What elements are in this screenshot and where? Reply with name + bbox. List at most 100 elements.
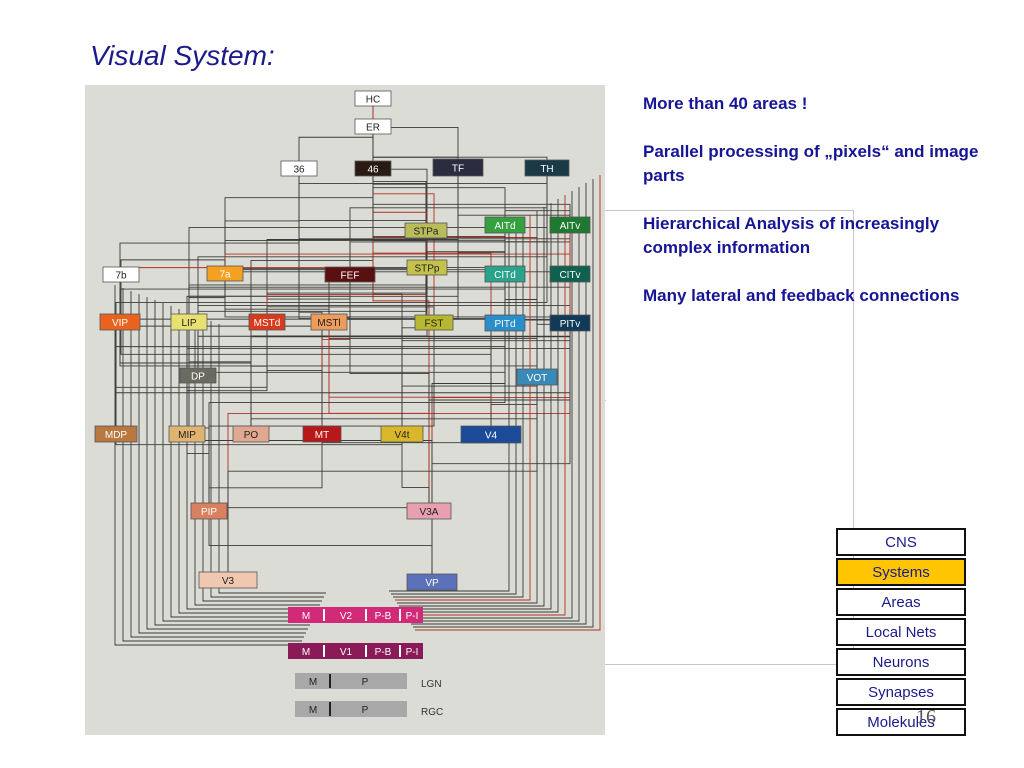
area-citd: CITd (484, 265, 526, 283)
area-v3a: V3A (406, 502, 452, 520)
area-vp: VP (406, 573, 458, 591)
frame-line-bottom (605, 664, 853, 665)
area-label: DP (191, 372, 205, 383)
area-label: PITv (560, 319, 581, 330)
area-label: STPp (414, 264, 439, 275)
area-stpa: STPa (404, 222, 448, 239)
segment-label: P-I (406, 611, 419, 622)
segment-label: V1 (340, 647, 353, 658)
bullet-list: More than 40 areas ! Parallel processing… (643, 92, 1003, 332)
segment-label: V2 (340, 611, 353, 622)
area-citv: CITv (549, 265, 591, 283)
slide-title: Visual System: (90, 40, 275, 71)
area-label: 7a (219, 270, 231, 281)
area-label: 7b (115, 271, 127, 282)
area-label: PITd (494, 319, 515, 330)
page-number: 16 (916, 706, 936, 728)
area-label: ER (366, 123, 380, 134)
bullet-1: More than 40 areas ! (643, 94, 808, 113)
area-er: ER (354, 118, 392, 135)
area-tf: TF (432, 158, 484, 177)
area-mt: MT (302, 425, 342, 443)
area-label: TH (540, 164, 553, 175)
level-molekules[interactable]: Molekules (836, 708, 966, 736)
segment-label: M (302, 611, 310, 622)
area-pitd: PITd (484, 314, 526, 332)
level-navigator: CNS Systems Areas Local Nets Neurons Syn… (836, 528, 966, 738)
area-label: CITd (494, 270, 516, 281)
area-lip: LIP (170, 313, 208, 331)
area-v4: V4 (460, 425, 522, 444)
level-neurons[interactable]: Neurons (836, 648, 966, 676)
area-mdp: MDP (94, 425, 138, 443)
bullet-4: Many lateral and feedback connections (643, 286, 960, 305)
level-systems[interactable]: Systems (836, 558, 966, 586)
area-mstd: MSTd (248, 313, 286, 331)
area-fst: FST (414, 314, 454, 331)
area-label: MIP (178, 430, 196, 441)
segment-label: P (362, 677, 369, 688)
area-label: VOT (527, 373, 548, 384)
area-7a: 7a (206, 265, 244, 282)
area-36: 36 (280, 160, 318, 177)
area-hc: HC (354, 90, 392, 107)
area-label: LIP (181, 318, 196, 329)
area-label: MSTd (254, 318, 281, 329)
v2-bar: M V2 P-B P-I (288, 607, 423, 623)
level-synapses[interactable]: Synapses (836, 678, 966, 706)
area-po: PO (232, 425, 270, 443)
segment-label: P-B (375, 647, 392, 658)
area-label: LGN (421, 679, 442, 690)
area-label: MSTl (317, 318, 340, 329)
area-label: V4t (394, 430, 409, 441)
area-label: TF (452, 164, 464, 175)
level-local-nets[interactable]: Local Nets (836, 618, 966, 646)
area-vip: VIP (99, 313, 141, 331)
bullet-3: Hierarchical Analysis of increasingly co… (643, 214, 940, 257)
area-label: PO (244, 430, 259, 441)
area-46: 46 (354, 160, 392, 177)
area-label: AITd (494, 221, 515, 232)
area-mstl: MSTl (310, 313, 348, 331)
segment-label: P (362, 705, 369, 716)
area-vot: VOT (516, 368, 558, 386)
area-label: VP (425, 578, 439, 589)
frame-line-right (853, 210, 854, 665)
area-aitv: AITv (549, 216, 591, 234)
area-aitd: AITd (484, 216, 526, 234)
area-pitv: PITv (549, 314, 591, 332)
area-label: 36 (293, 165, 305, 176)
area-label: MDP (105, 430, 128, 441)
area-fef: FEF (324, 266, 376, 283)
area-v4t: V4t (380, 425, 424, 443)
area-dp: DP (179, 367, 217, 384)
bullet-2: Parallel processing of „pixels“ and imag… (643, 142, 979, 185)
segment-label: M (302, 647, 310, 658)
area-label: VIP (112, 318, 128, 329)
v1-bar: M V1 P-B P-I (288, 643, 423, 659)
level-areas[interactable]: Areas (836, 588, 966, 616)
area-mip: MIP (168, 425, 206, 443)
area-label: HC (366, 95, 380, 106)
frame-line-top (605, 210, 853, 211)
area-th: TH (524, 159, 570, 177)
area-7b: 7b (102, 266, 140, 283)
area-label: CITv (559, 270, 580, 281)
area-label: 46 (367, 165, 379, 176)
area-label: AITv (560, 221, 581, 232)
segment-label: P-B (375, 611, 392, 622)
area-label: V3A (420, 507, 439, 518)
area-label: RGC (421, 707, 443, 718)
area-label: MT (315, 430, 329, 441)
lgn-bar: M P LGN (295, 673, 442, 690)
segment-label: P-I (406, 647, 419, 658)
segment-label: M (309, 677, 317, 688)
area-label: V3 (222, 576, 235, 587)
area-stpp: STPp (406, 259, 448, 276)
level-cns[interactable]: CNS (836, 528, 966, 556)
area-label: PIP (201, 507, 217, 518)
